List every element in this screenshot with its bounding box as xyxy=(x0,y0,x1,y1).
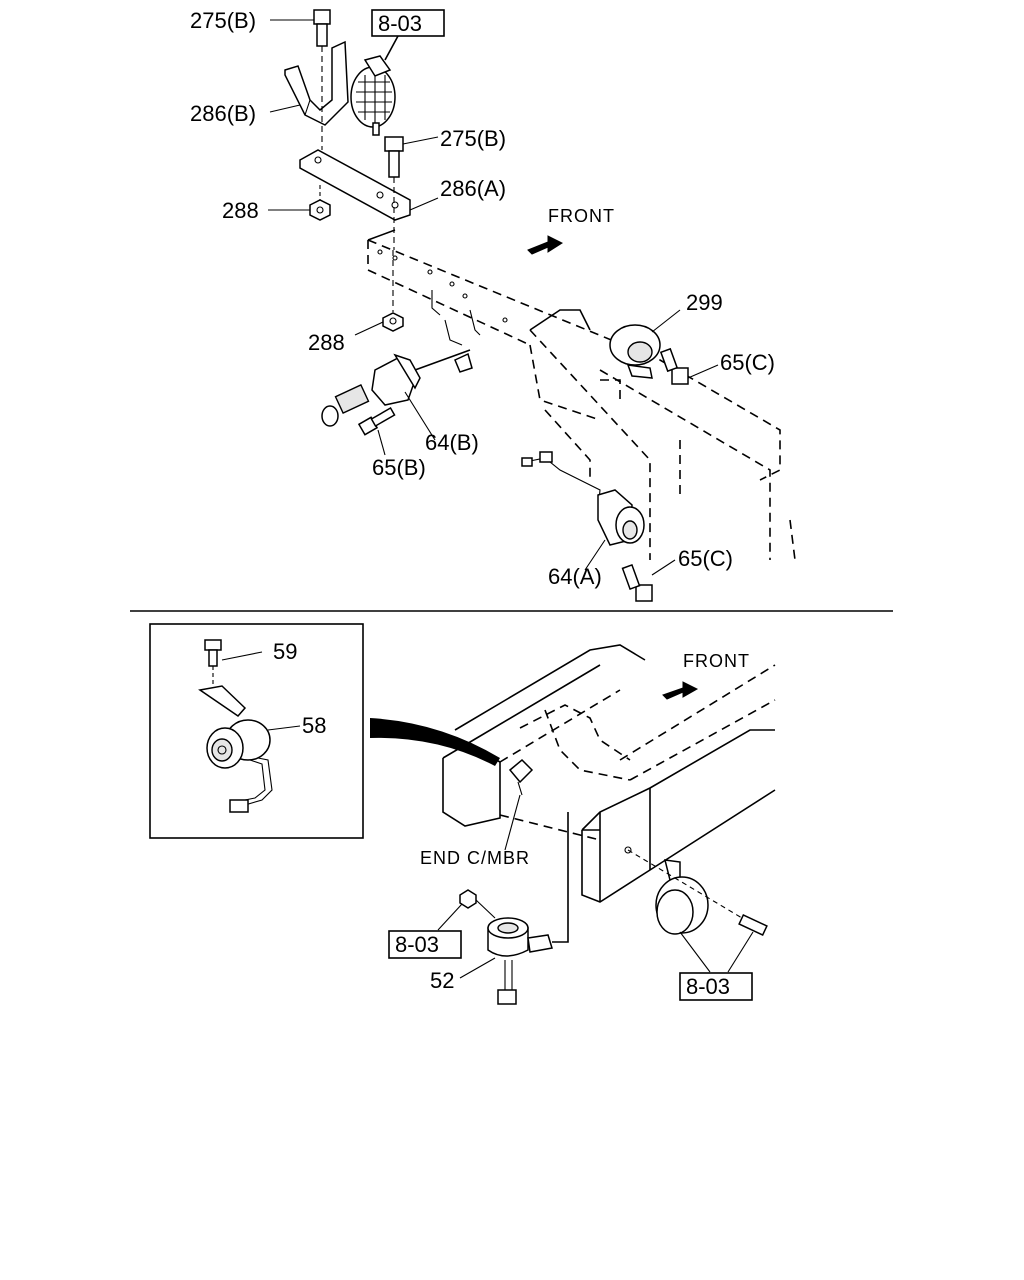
label-286b: 286(B) xyxy=(190,101,256,126)
ref-box-803-top xyxy=(371,9,445,37)
frame-lower xyxy=(442,644,776,903)
leader-lines-upper xyxy=(268,19,719,576)
label-288-top: 288 xyxy=(222,198,259,223)
label-286a: 286(A) xyxy=(440,176,506,201)
frame-holes xyxy=(377,249,508,346)
label-275b-mid: 275(B) xyxy=(440,126,506,151)
label-288-bottom: 288 xyxy=(308,330,345,355)
leader-lines-lower xyxy=(221,651,754,979)
front-arrow-lower xyxy=(662,681,699,700)
label-64b: 64(B) xyxy=(425,430,479,455)
label-275b-top: 275(B) xyxy=(190,8,256,33)
sensor-64a xyxy=(521,451,645,546)
bracket-286b xyxy=(284,40,349,126)
ref-803-left-text: 8-03 xyxy=(395,932,439,957)
horn-part-top xyxy=(350,35,399,136)
bolt-65b xyxy=(357,407,396,436)
front-text-upper: FRONT xyxy=(548,206,615,226)
bolt-275b-top xyxy=(313,9,331,150)
label-65c-top: 65(C) xyxy=(720,350,775,375)
detail-inset-box xyxy=(149,623,364,839)
nut-288-bottom xyxy=(382,250,404,332)
sensor-58 xyxy=(198,685,273,813)
frame-rail-upper xyxy=(367,229,796,561)
front-text-lower: FRONT xyxy=(683,651,750,671)
label-52: 52 xyxy=(430,968,454,993)
label-64a: 64(A) xyxy=(548,564,602,589)
label-65c-bottom: 65(C) xyxy=(678,546,733,571)
label-end-cmbr: END C/MBR xyxy=(420,848,530,868)
label-58: 58 xyxy=(302,713,326,738)
part-299 xyxy=(609,324,661,379)
ref-803-top-text: 8-03 xyxy=(378,11,422,36)
upper-assembly: 275(B) 8-03 286(B) 275(B) 288 286(A) FRO… xyxy=(190,8,796,602)
callout-arrow xyxy=(370,718,500,766)
bolt-65c-bottom xyxy=(621,563,653,602)
ref-box-803-left xyxy=(388,930,462,959)
nut-288-top xyxy=(309,185,331,221)
bolt-65c-top xyxy=(659,347,689,385)
front-arrow-upper xyxy=(527,235,564,255)
label-59: 59 xyxy=(273,639,297,664)
sensor-52 xyxy=(459,812,569,1005)
horn-part-lower xyxy=(627,849,768,937)
label-65b: 65(B) xyxy=(372,455,426,480)
frame-connector xyxy=(508,758,534,796)
ref-box-803-right xyxy=(679,972,753,1001)
lower-assembly: 59 58 FRONT END C/MBR 8-03 52 8-03 xyxy=(149,623,776,1005)
bolt-59 xyxy=(204,639,222,690)
ref-803-right-text: 8-03 xyxy=(686,974,730,999)
sensor-64b xyxy=(321,349,473,427)
plate-286a xyxy=(299,149,411,221)
label-299: 299 xyxy=(686,290,723,315)
